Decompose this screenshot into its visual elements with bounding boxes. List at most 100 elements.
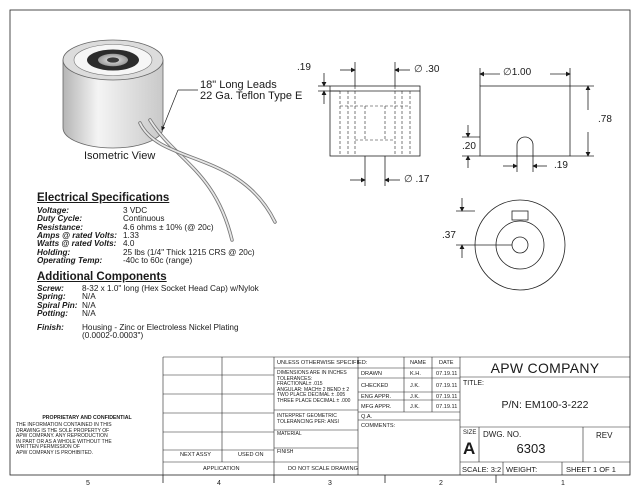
date-header: DATE bbox=[439, 360, 454, 366]
dim-dia-100-value: 1.00 bbox=[511, 67, 532, 78]
spec-value: 4.6 ohms ± 10% (@ 20c) bbox=[123, 222, 214, 232]
notice-line: WRITTEN PERMISSION OF bbox=[16, 444, 80, 451]
spec-row: Watts @ rated Volts: 4.0 bbox=[37, 239, 297, 249]
isometric-view-label: Isometric View bbox=[84, 150, 156, 162]
spec-label: Duty Cycle: bbox=[37, 214, 83, 224]
dim-dia-017-value: .17 bbox=[415, 174, 430, 185]
zone-5: 5 bbox=[86, 480, 90, 487]
isometric-solenoid bbox=[62, 39, 277, 242]
top-view bbox=[456, 198, 566, 291]
spec-row: Holding:25 lbs (1/4" Thick 1215 CRS @ 20… bbox=[37, 247, 297, 258]
interpret-line: TOLERANCING PER: ANSI bbox=[277, 418, 339, 425]
tolerance-line: ANGULAR: MACH± 2 BEND ± 2 bbox=[277, 386, 350, 393]
dim-dia-030: ∅ .30 bbox=[414, 64, 439, 75]
role-drawn: DRAWN bbox=[361, 371, 382, 377]
name-checked: J.K. bbox=[410, 383, 420, 389]
role-qa: Q.A. bbox=[361, 414, 373, 420]
proprietary-title: PROPRIETARY AND CONFIDENTIAL bbox=[42, 415, 132, 421]
dim-offset-037: .37 bbox=[442, 230, 456, 241]
role-mfg-appr: MFG APPR. bbox=[361, 404, 392, 410]
leads-callout-line2: 22 Ga. Teflon Type E bbox=[200, 90, 303, 102]
side-section-view bbox=[318, 62, 421, 186]
date-mfg-appr: 07.19.11 bbox=[436, 404, 458, 410]
component-value: N/A bbox=[82, 300, 96, 310]
unless-specified-label: UNLESS OTHERWISE SPECIFIED: bbox=[277, 360, 368, 366]
component-row: Potting: N/A bbox=[37, 308, 337, 319]
spec-row: Resistance: 4.6 ohms ± 10% (@ 20c) bbox=[37, 222, 297, 233]
front-view bbox=[462, 68, 594, 172]
notice-line: IN PART OR AS A WHOLE WITHOUT THE bbox=[16, 438, 112, 445]
name-mfg-appr: J.K. bbox=[410, 404, 420, 410]
dim-dia-100: ∅1.00 bbox=[503, 67, 531, 78]
finish-label: Finish: bbox=[37, 323, 64, 332]
leads-callout-line1: 18" Long Leads bbox=[200, 79, 277, 91]
component-row: Spiral Pin: N/A bbox=[37, 300, 337, 311]
date-eng-appr: 07.19.11 bbox=[436, 394, 458, 400]
finish-value-line2: (0.0002-0.0003") bbox=[82, 331, 144, 341]
part-number: P/N: EM100-3-222 bbox=[501, 399, 589, 411]
proprietary-notice: THE INFORMATION CONTAINED IN THIS DRAWIN… bbox=[16, 422, 112, 457]
spec-label: Amps @ rated Volts: bbox=[37, 230, 118, 240]
sheet-field: SHEET 1 OF 1 bbox=[566, 465, 616, 474]
title-block-grid bbox=[162, 356, 630, 475]
scale-field: SCALE: 3:2 bbox=[462, 465, 502, 474]
component-label: Screw: bbox=[37, 284, 64, 293]
component-value: N/A bbox=[82, 308, 96, 318]
notice-line: DRAWING IS THE SOLE PROPERTY OF bbox=[16, 427, 110, 434]
component-value: 8-32 x 1.0" long (Hex Socket Head Cap) w… bbox=[82, 284, 259, 293]
zone-1: 1 bbox=[561, 480, 565, 487]
spec-label: Holding: bbox=[37, 247, 71, 257]
interpret-geometric: INTERPRET GEOMETRIC TOLERANCING PER: ANS… bbox=[277, 413, 339, 425]
spec-value: Continuous bbox=[123, 214, 165, 224]
component-label: Spiral Pin: bbox=[37, 300, 78, 310]
sheet-border bbox=[9, 9, 631, 476]
notice-line: APW COMPANY IS PROHIBITED. bbox=[16, 449, 94, 456]
dim-dia-030-value: .30 bbox=[425, 64, 440, 75]
spec-value: -40c to 60c (range) bbox=[123, 255, 193, 265]
spec-row: Voltage:3 VDC bbox=[37, 206, 297, 216]
dim-height-078: .78 bbox=[598, 114, 612, 125]
dim-slot-width-019: .19 bbox=[554, 160, 568, 171]
spec-value: 4.0 bbox=[123, 239, 135, 249]
electrical-specs-title: Electrical Specifications bbox=[37, 192, 170, 204]
dim-dia-017: ∅ .17 bbox=[404, 174, 429, 185]
spec-label: Operating Temp: bbox=[37, 255, 103, 265]
zone-2: 2 bbox=[439, 480, 443, 487]
additional-components-table: Screw: 8-32 x 1.0" long (Hex Socket Head … bbox=[37, 284, 337, 321]
company-name: APW COMPANY bbox=[490, 360, 600, 376]
name-eng-appr: J.K. bbox=[410, 394, 420, 400]
tolerance-line: THREE PLACE DECIMAL ± .000 bbox=[277, 397, 351, 404]
spec-value: 3 VDC bbox=[123, 206, 148, 215]
date-drawn: 07.19.11 bbox=[436, 371, 458, 377]
finish-tb-label: FINISH bbox=[277, 449, 294, 455]
tolerances-block: DIMENSIONS ARE IN INCHES TOLERANCES: FRA… bbox=[277, 370, 351, 405]
role-checked: CHECKED bbox=[361, 383, 389, 389]
diameter-symbol: ∅ bbox=[404, 174, 413, 185]
component-label: Potting: bbox=[37, 308, 68, 318]
weight-field: WEIGHT: bbox=[506, 465, 538, 474]
name-drawn: K.H. bbox=[410, 371, 421, 377]
do-not-scale-label: DO NOT SCALE DRAWING bbox=[288, 466, 358, 472]
rev-label: REV bbox=[596, 431, 613, 440]
application-label: APPLICATION bbox=[203, 466, 240, 472]
tolerance-line: DIMENSIONS ARE IN INCHES bbox=[277, 370, 347, 376]
used-on-label: USED ON bbox=[238, 452, 264, 458]
component-row: Spring:N/A bbox=[37, 292, 337, 302]
notice-line: THE INFORMATION CONTAINED IN THIS bbox=[16, 422, 112, 428]
spec-label: Resistance: bbox=[37, 222, 83, 232]
size-value: A bbox=[463, 439, 476, 458]
component-row: Screw: 8-32 x 1.0" long (Hex Socket Head … bbox=[37, 284, 337, 294]
tolerance-line: FRACTIONAL± .015 bbox=[277, 381, 323, 388]
zone-3: 3 bbox=[328, 480, 332, 487]
name-header: NAME bbox=[410, 360, 427, 366]
spec-row: Amps @ rated Volts:1.33 bbox=[37, 230, 297, 241]
electrical-specs-table: Voltage:3 VDC Duty Cycle: Continuous Resi… bbox=[37, 206, 297, 267]
tolerance-line: TWO PLACE DECIMAL ± .005 bbox=[277, 392, 346, 399]
spec-label: Watts @ rated Volts: bbox=[37, 239, 117, 249]
additional-components-title: Additional Components bbox=[37, 271, 167, 283]
dim-slot-height-020: .20 bbox=[462, 141, 476, 152]
size-label: SIZE bbox=[463, 430, 477, 436]
component-label: Spring: bbox=[37, 292, 66, 302]
